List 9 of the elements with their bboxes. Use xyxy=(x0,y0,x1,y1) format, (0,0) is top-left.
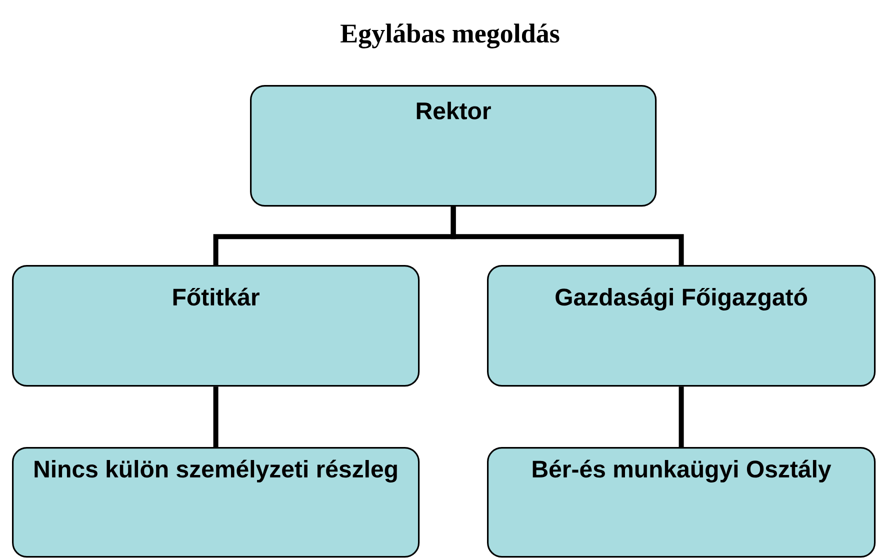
connector-line xyxy=(213,386,218,447)
connector-line xyxy=(678,386,684,447)
org-box: Gazdasági Főigazgató xyxy=(487,265,876,387)
org-box: Nincs külön személyzeti részleg xyxy=(12,447,420,558)
org-box: Bér-és munkaügyi Osztály xyxy=(487,447,876,558)
org-box: Főtitkár xyxy=(12,265,420,387)
connector-line xyxy=(450,206,684,265)
org-box: Rektor xyxy=(250,85,657,207)
title: Egylábas megoldás xyxy=(340,24,560,48)
